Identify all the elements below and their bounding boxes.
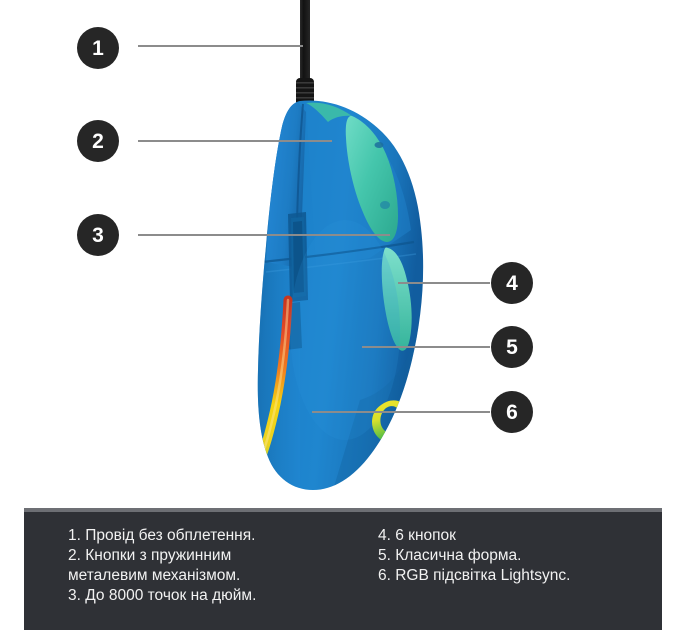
callout-badge-2-number: 2: [92, 129, 104, 153]
callout-badge-5-number: 5: [506, 335, 518, 359]
callout-badge-3[interactable]: 3: [77, 214, 119, 256]
side-button-detail-dot-2: [380, 201, 390, 209]
shell-seam: [261, 240, 415, 264]
product-illustration: [138, 0, 490, 490]
rgb-light-strip: [257, 295, 293, 484]
callout-badge-1-number: 1: [92, 36, 104, 60]
mouse-body: [257, 100, 424, 490]
callout-badge-1[interactable]: 1: [77, 27, 119, 69]
caption-panel: 1. Провід без обплетення. 2. Кнопки з пр…: [24, 508, 662, 630]
caption-column-left: 1. Провід без обплетення. 2. Кнопки з пр…: [68, 527, 257, 604]
mouse-cable: [296, 0, 314, 108]
caption-column-right: 4. 6 кнопок 5. Класична форма. 6. RGB пі…: [378, 527, 571, 584]
teal-top-rim: [306, 102, 352, 122]
rgb-light-strip-core: [257, 298, 290, 481]
side-button-upper: [345, 115, 398, 242]
side-button-lower: [381, 247, 412, 351]
mouse-illustration-svg: [138, 0, 490, 490]
callout-badge-4[interactable]: 4: [491, 262, 533, 304]
callout-badge-4-number: 4: [506, 271, 518, 295]
callout-badge-6[interactable]: 6: [491, 391, 533, 433]
callout-badge-2[interactable]: 2: [77, 120, 119, 162]
leader-lines: [138, 45, 490, 413]
callout-badge-5[interactable]: 5: [491, 326, 533, 368]
callout-badge-3-number: 3: [92, 223, 104, 247]
side-button-detail-dot: [374, 142, 384, 148]
callout-badge-6-number: 6: [506, 400, 518, 424]
